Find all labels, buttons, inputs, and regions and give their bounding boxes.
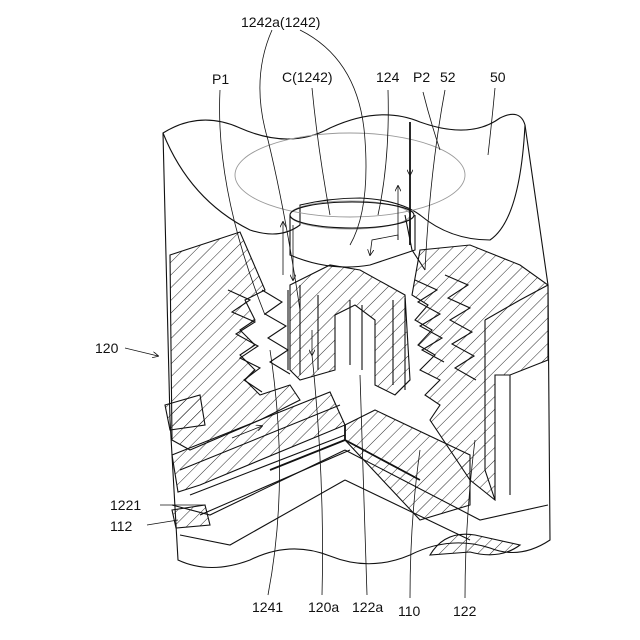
notch-lower <box>172 505 210 528</box>
leader-P2 <box>423 92 440 150</box>
label-P2: P2 <box>413 69 430 85</box>
label-120: 120 <box>95 340 119 356</box>
label-P1: P1 <box>212 71 229 87</box>
leader-1241 <box>268 350 280 595</box>
notch-112 <box>165 395 205 430</box>
leader-124 <box>378 90 388 215</box>
label-1221: 1221 <box>110 497 141 513</box>
leader-112 <box>147 520 178 525</box>
leader-122a <box>360 375 367 595</box>
label-50: 50 <box>490 69 506 85</box>
label-C: C(1242) <box>282 69 333 85</box>
left-thread-inner <box>262 290 290 374</box>
bottom-right-bump <box>430 534 520 555</box>
leader-120a <box>312 355 323 595</box>
label-122: 122 <box>453 603 477 619</box>
top-body-50 <box>163 125 525 240</box>
label-1241: 1241 <box>252 599 283 615</box>
leader-C <box>312 88 330 215</box>
leader-52 <box>425 90 445 270</box>
label-124: 124 <box>376 69 400 85</box>
cylinder-top <box>290 202 414 228</box>
arrow-into-cylinder <box>370 235 398 255</box>
label-122a: 122a <box>352 599 383 615</box>
label-52: 52 <box>440 69 456 85</box>
label-112: 112 <box>110 518 133 534</box>
label-1242a: 1242a(1242) <box>241 14 320 30</box>
leader-1242a-b <box>300 30 366 245</box>
arrow-label-120 <box>125 348 158 356</box>
label-120a: 120a <box>308 599 339 615</box>
label-110: 110 <box>398 603 421 619</box>
